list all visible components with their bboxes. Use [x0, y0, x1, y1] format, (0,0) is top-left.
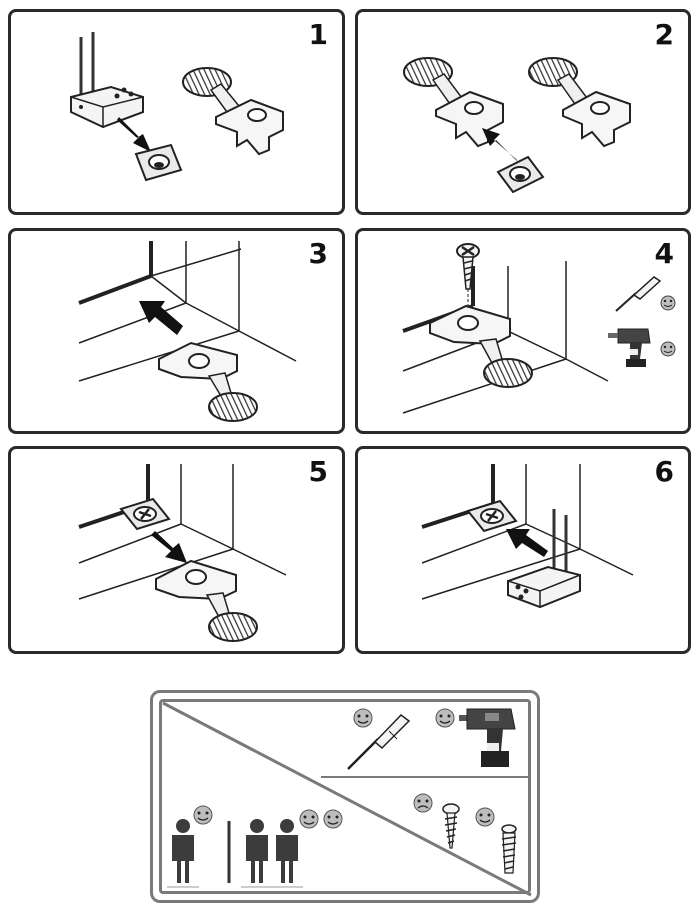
- step-number-3: 3: [308, 237, 328, 270]
- mounting-plate-icon: [496, 155, 545, 194]
- arrow-direction-icon: [139, 301, 183, 335]
- step-6-illustration: [421, 464, 634, 609]
- step-panel-4: 4: [355, 228, 691, 434]
- drill-icon: [608, 328, 651, 367]
- leveling-foot-assembled-icon: [528, 57, 631, 148]
- arrow-up-icon: [482, 128, 518, 162]
- step-1-illustration: [70, 32, 284, 182]
- two-people-icon: [246, 819, 298, 883]
- happy-face-icon: [660, 295, 676, 311]
- step-3-illustration: [78, 241, 297, 422]
- arrow-down-icon: [117, 117, 151, 152]
- screwdriver-icon: [347, 714, 411, 770]
- screwdriver-icon: [615, 276, 662, 312]
- happy-face-icon: [435, 708, 455, 728]
- leveling-foot-icon: [155, 559, 258, 642]
- positioning-template-icon: [70, 32, 144, 129]
- step-number-6: 6: [654, 455, 674, 488]
- cabinet-corner-outline: [78, 241, 297, 382]
- happy-face-icon: [323, 809, 343, 829]
- leveling-foot-icon: [158, 341, 258, 422]
- installed-plate-icon: [119, 497, 171, 531]
- drill-icon: [459, 708, 516, 767]
- legend-frame: [159, 699, 531, 894]
- step-number-2: 2: [654, 18, 674, 51]
- tools-and-people-legend: [150, 690, 540, 903]
- leveling-foot-icon: [429, 304, 533, 388]
- step-panel-3: 3: [8, 228, 345, 434]
- installed-plate-icon: [466, 499, 518, 533]
- positioning-template-icon: [507, 509, 581, 609]
- step-number-4: 4: [654, 237, 674, 270]
- leveling-foot-icon: [182, 67, 284, 156]
- happy-face-icon: [299, 809, 319, 829]
- screw-icon: [442, 803, 460, 849]
- happy-face-icon: [660, 341, 676, 357]
- one-person-icon: [172, 819, 194, 883]
- step-4-illustration: [402, 243, 676, 414]
- happy-face-icon: [353, 708, 373, 728]
- screw-icon: [456, 243, 480, 316]
- step-number-1: 1: [308, 18, 328, 51]
- step-panel-6: 6: [355, 446, 691, 654]
- step-panel-2: 2: [355, 9, 691, 215]
- arrow-up-icon: [506, 529, 548, 557]
- step-panel-1: 1: [8, 9, 345, 215]
- leveling-foot-icon: [403, 57, 504, 148]
- step-5-illustration: [78, 464, 287, 642]
- legend-illustration: [162, 701, 532, 897]
- step-2-illustration: [403, 57, 631, 194]
- happy-face-icon: [475, 807, 495, 827]
- mounting-plate-icon: [134, 143, 183, 182]
- legend-diagonal-divider: [162, 701, 532, 897]
- sad-face-icon: [413, 793, 433, 813]
- step-number-5: 5: [308, 455, 328, 488]
- wall-anchor-screw-icon: [501, 824, 517, 874]
- happy-face-icon: [193, 805, 213, 825]
- step-panel-5: 5: [8, 446, 345, 654]
- arrow-down-icon: [151, 531, 187, 563]
